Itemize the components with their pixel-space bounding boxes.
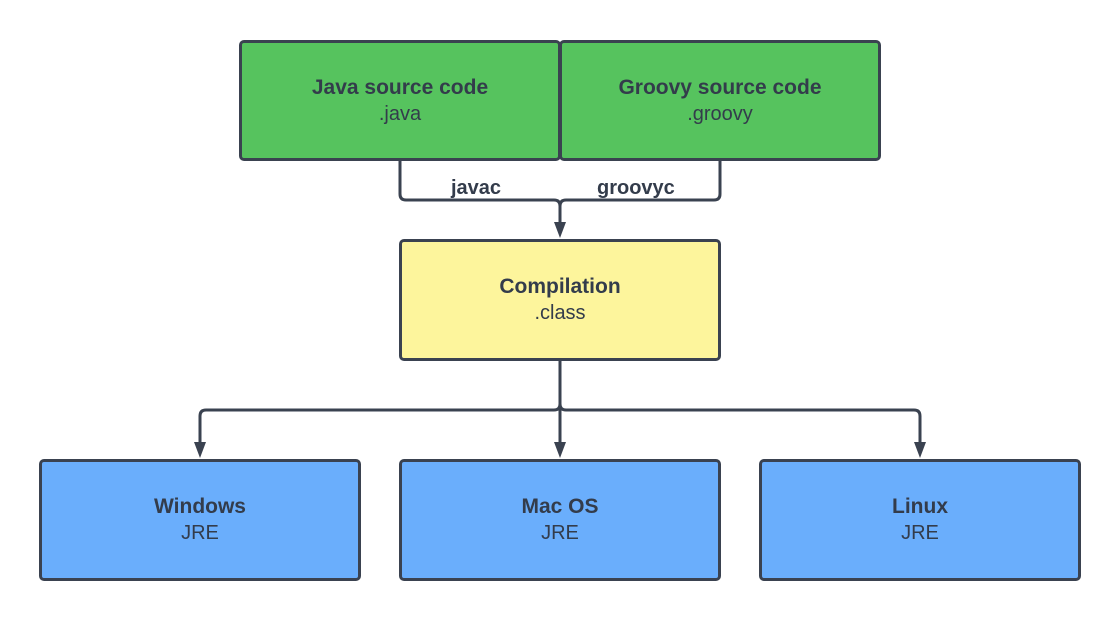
node-title: Windows (154, 495, 246, 518)
node-title: Java source code (311, 75, 489, 99)
node-compilation: Compilation .class (399, 239, 721, 361)
edge-compilation-to-linux (558, 360, 922, 446)
arrow-to-compilation (554, 222, 566, 238)
edge-groovy-to-compilation (558, 160, 722, 226)
edge-label-groovyc: groovyc (597, 177, 675, 199)
node-windows: Windows JRE (39, 459, 361, 581)
node-groovy-source: Groovy source code .groovy (559, 40, 881, 161)
node-subtitle: JRE (181, 522, 219, 544)
node-title: Groovy source code (618, 75, 822, 99)
node-subtitle: JRE (541, 522, 579, 544)
arrow-to-linux (914, 442, 926, 458)
node-macos: Mac OS JRE (399, 459, 721, 581)
node-title: Mac OS (521, 495, 599, 518)
node-linux: Linux JRE (759, 459, 1081, 581)
node-subtitle: .java (378, 102, 422, 125)
node-subtitle: .class (534, 302, 586, 324)
node-title: Compilation (499, 275, 621, 298)
arrow-to-windows (194, 442, 206, 458)
edge-label-javac: javac (451, 177, 502, 199)
node-title: Linux (892, 495, 948, 518)
node-subtitle: JRE (901, 522, 939, 544)
node-subtitle: .groovy (687, 102, 753, 125)
arrow-to-macos (554, 442, 566, 458)
node-java-source: Java source code .java (239, 40, 561, 161)
edge-compilation-to-windows (198, 360, 562, 446)
